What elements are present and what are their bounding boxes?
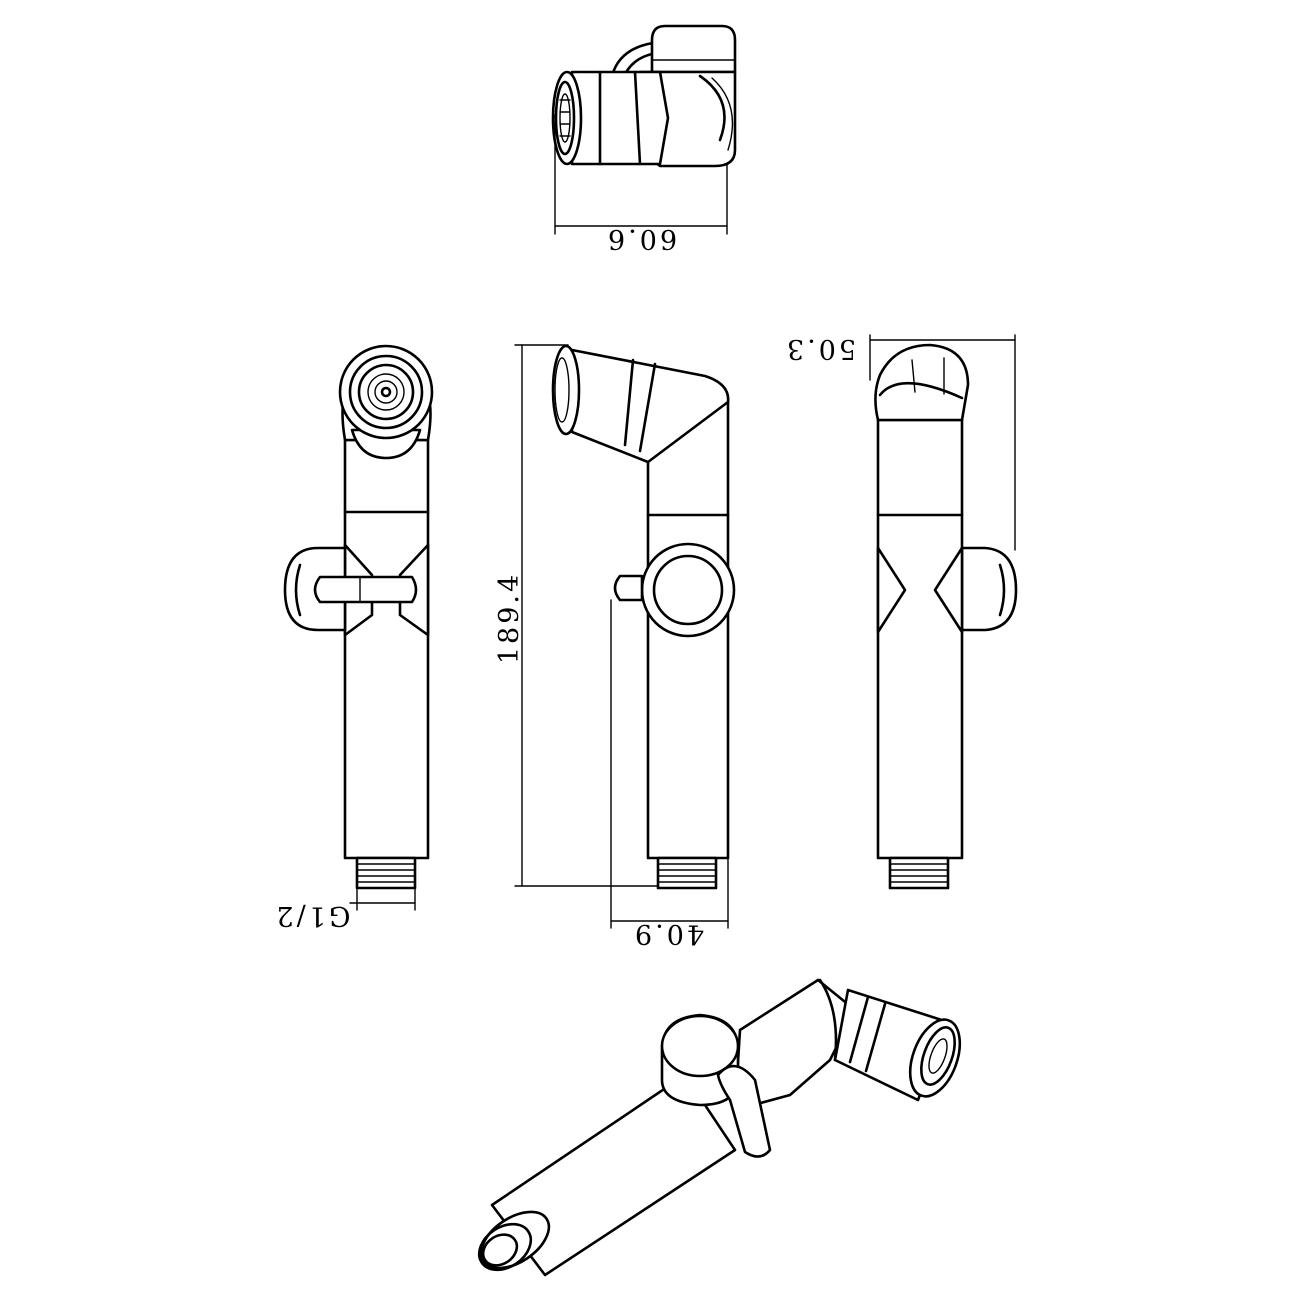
- side-view: [551, 344, 736, 890]
- back-view: [874, 343, 1018, 890]
- offset-label: 40.9: [632, 918, 704, 949]
- top-width-label: 60.6: [605, 223, 677, 254]
- height-label: 189.4: [494, 572, 525, 664]
- thread-label: G1/2: [273, 900, 350, 931]
- right-width-label: 50.3: [784, 333, 856, 364]
- thread-dimension: [349, 887, 416, 911]
- isometric-view: [477, 978, 962, 1277]
- offset-dimension: [610, 599, 729, 929]
- top-width-dimension: [554, 114, 728, 235]
- front-view: [283, 344, 434, 890]
- right-width-dimension: [869, 334, 1016, 551]
- top-view: [551, 24, 737, 168]
- height-dimension: [514, 344, 659, 887]
